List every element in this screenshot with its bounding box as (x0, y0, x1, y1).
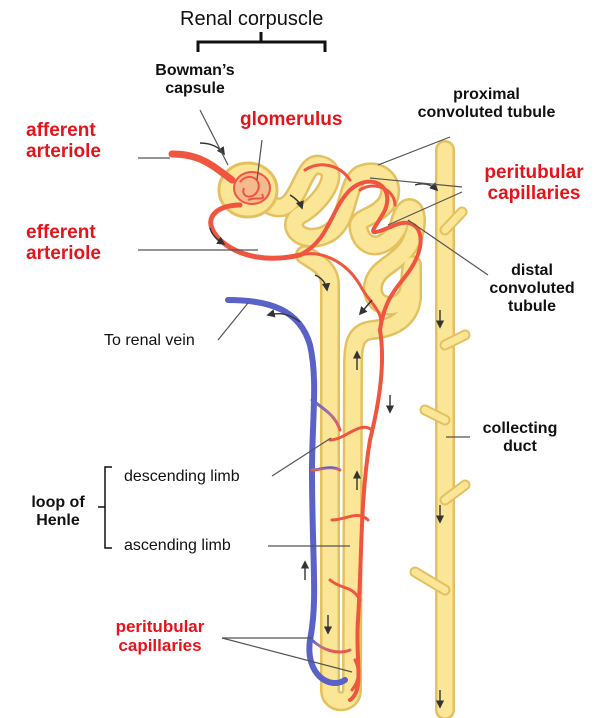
efferent-line1: efferent (26, 222, 96, 243)
peritubular-bottom-line2: capillaries (118, 636, 202, 656)
efferent-line2: arteriole (26, 243, 101, 265)
collecting-line2: duct (503, 437, 537, 455)
proximal-tubule-label: proximal convoluted tubule (384, 86, 589, 122)
collecting-line1: collecting (482, 420, 558, 437)
bowmans-capsule-line1: Bowman’s (155, 62, 235, 79)
collecting-duct-label: collecting duct (470, 420, 570, 456)
renal-corpuscle-bracket (196, 32, 327, 52)
descending-limb-label: descending limb (124, 468, 240, 485)
loop-line1: loop of (31, 494, 85, 511)
peritubular-capillaries-top-label: peritubular capillaries (474, 162, 594, 205)
bowmans-capsule-label: Bowman’s capsule (140, 62, 250, 98)
peritubular-bottom-line1: peritubular (115, 617, 205, 636)
distal-line2: convoluted (489, 279, 575, 297)
distal-line3: tubule (508, 297, 556, 315)
bowmans-capsule-line2: capsule (165, 79, 225, 97)
leader-lines (138, 109, 489, 673)
afferent-line2: arteriole (26, 141, 101, 163)
loop-of-henle-bracket (98, 466, 112, 549)
flow-arrows (199, 142, 445, 709)
peritubular-top-line2: capillaries (487, 183, 581, 205)
to-renal-vein-label: To renal vein (104, 332, 195, 349)
distal-tubule-label: distal convoluted tubule (482, 262, 582, 316)
afferent-line1: afferent (26, 120, 96, 141)
loop-of-henle-label: loop of Henle (22, 494, 94, 530)
venous-vessels (225, 297, 352, 687)
proximal-line2: convoluted tubule (417, 103, 556, 121)
afferent-arteriole-label: afferent arteriole (26, 120, 101, 163)
afferent-arteriole-shape (168, 150, 236, 184)
loop-line2: Henle (36, 511, 80, 529)
proximal-line1: proximal (453, 86, 520, 103)
peritubular-capillaries-bottom-label: peritubular capillaries (100, 617, 220, 655)
distal-line1: distal (511, 262, 553, 279)
peritubular-top-line1: peritubular (484, 162, 584, 183)
tubule (260, 140, 471, 718)
ascending-limb-label: ascending limb (124, 537, 231, 554)
efferent-arteriole-label: efferent arteriole (26, 222, 101, 265)
renal-corpuscle-shape (217, 161, 279, 219)
renal-corpuscle-label: Renal corpuscle (180, 8, 324, 30)
glomerulus-label: glomerulus (240, 109, 343, 130)
